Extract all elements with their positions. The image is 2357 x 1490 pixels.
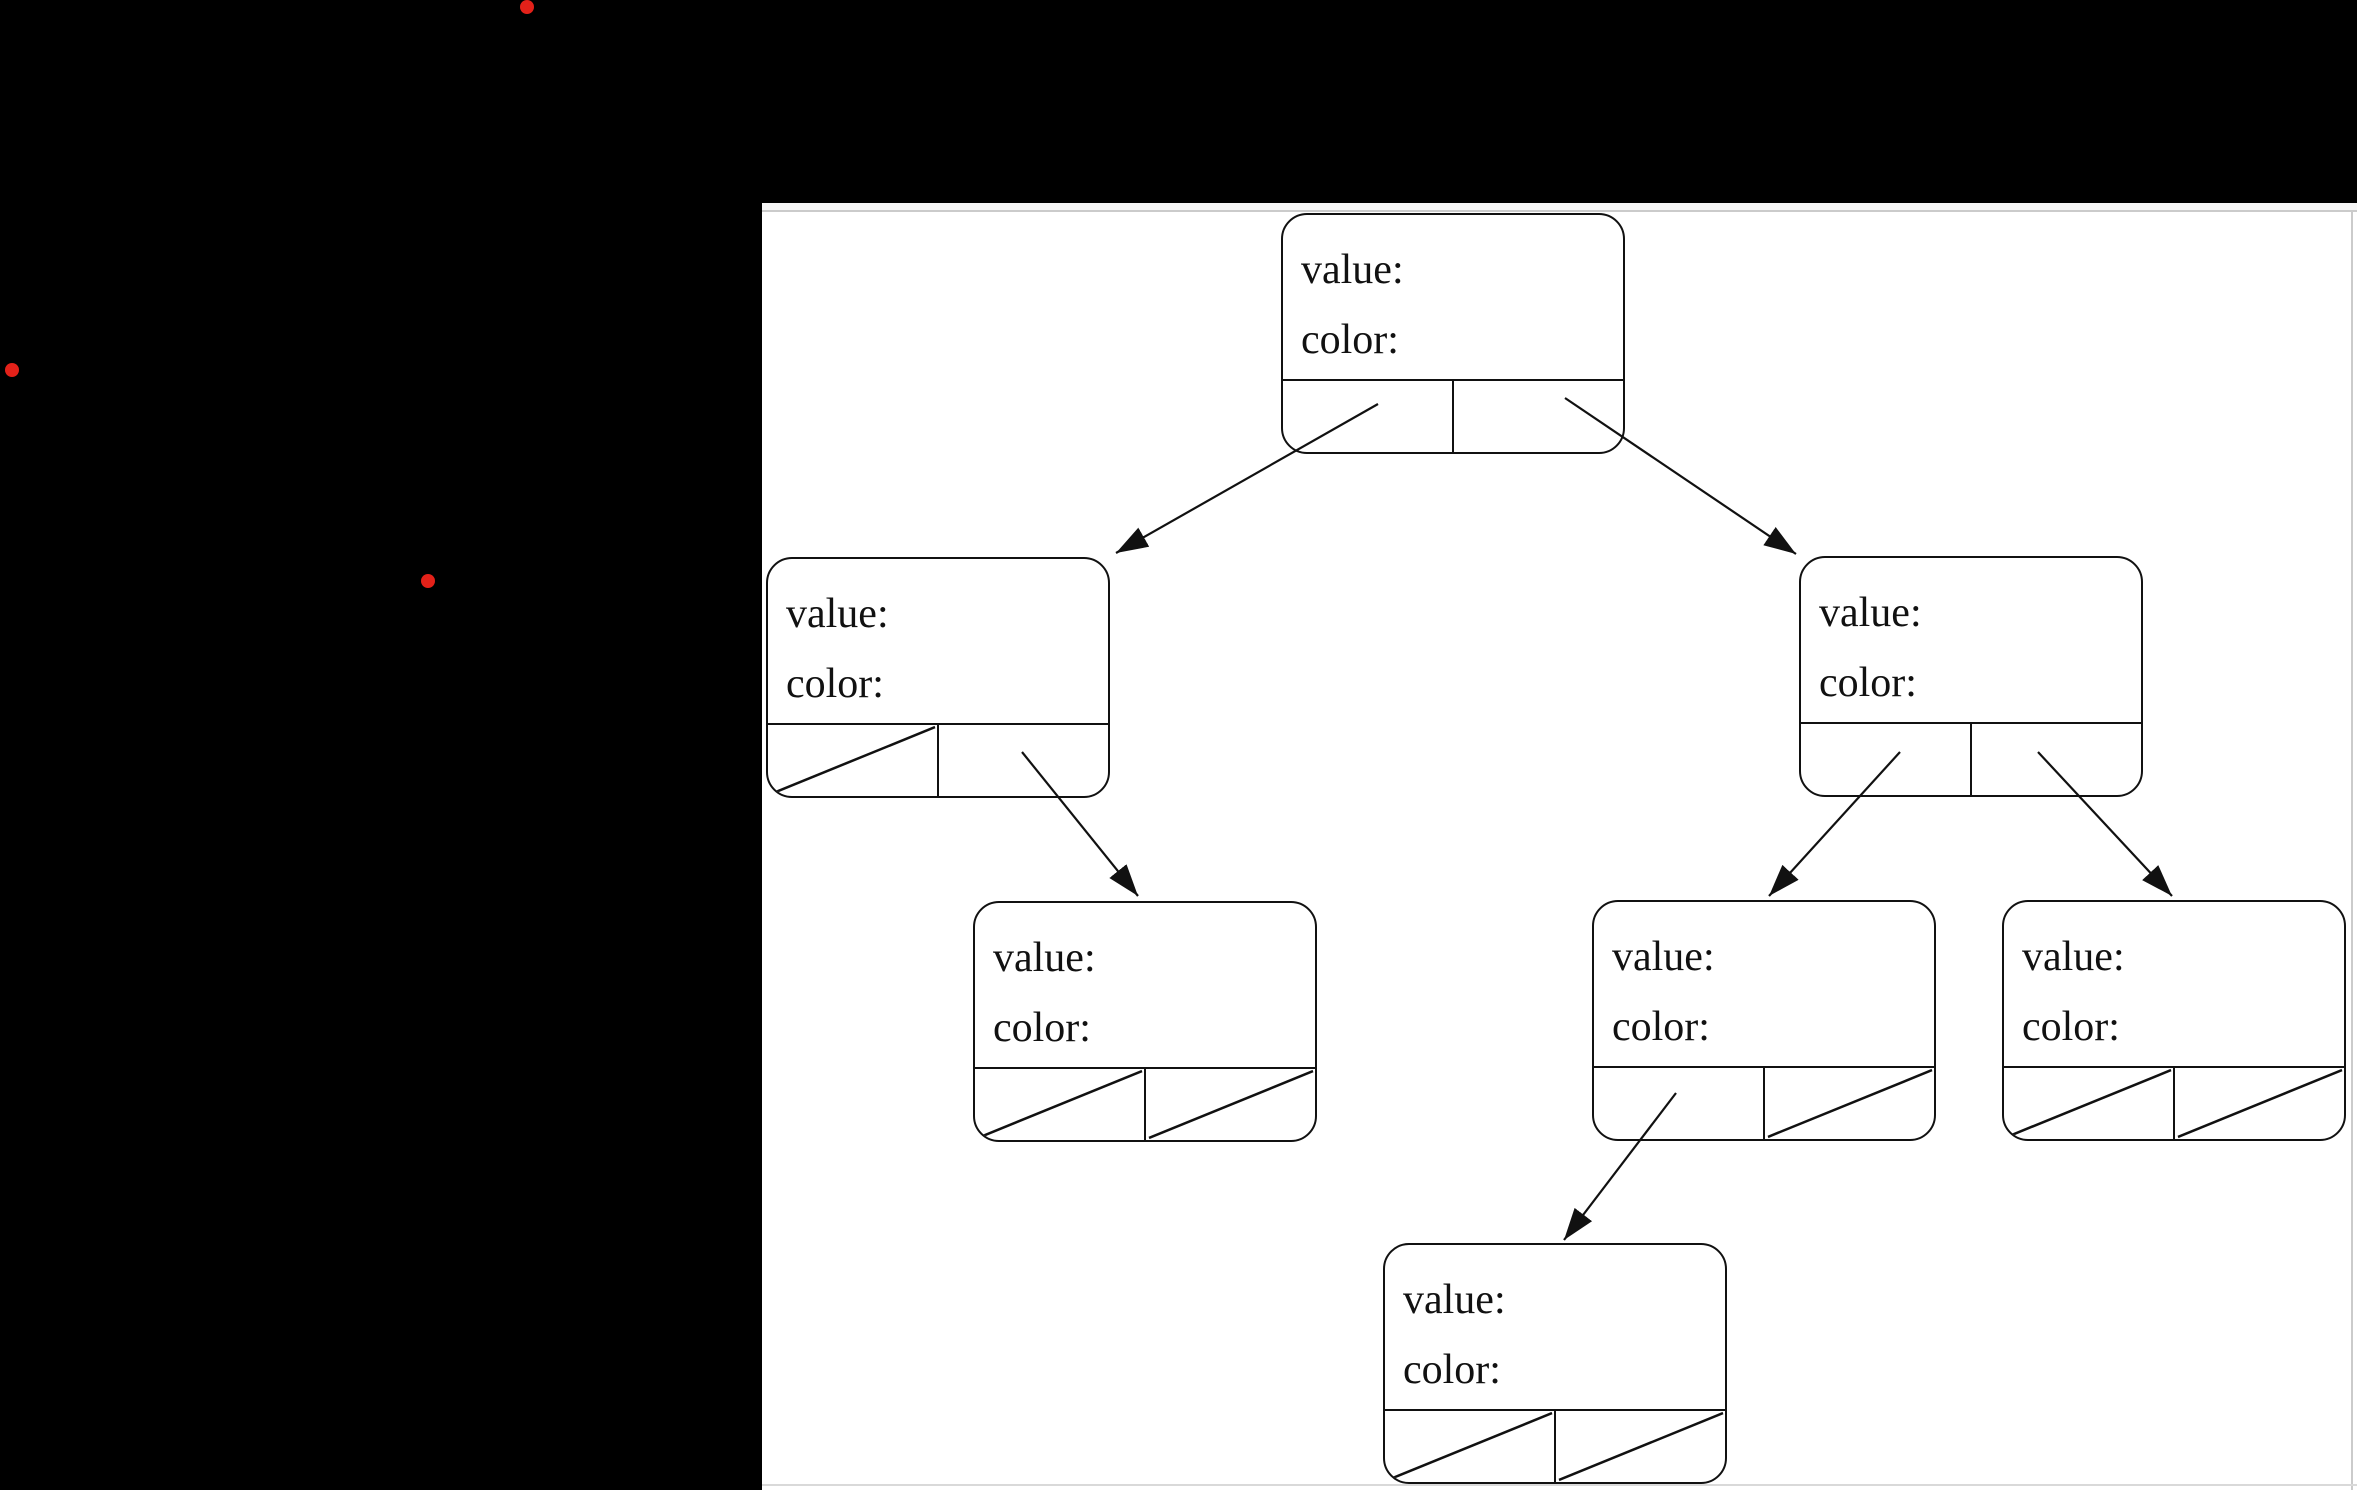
null-pointer-slash: [770, 725, 936, 796]
right-pointer-cell: [1144, 1069, 1315, 1140]
value-label: value:: [786, 591, 889, 637]
value-label: value:: [1612, 934, 1715, 980]
color-label: color:: [1819, 660, 1917, 706]
right-pointer-cell: [1970, 724, 2141, 795]
pointer-row: [2004, 1066, 2344, 1139]
pointer-row: [1283, 379, 1623, 452]
tree-node-bottom-node: value: color:: [1383, 1243, 1727, 1484]
pointer-row: [975, 1067, 1315, 1140]
right-pointer-cell: [1554, 1411, 1725, 1482]
node-labels: value: color:: [1403, 1265, 1719, 1405]
right-pointer-cell: [1763, 1068, 1934, 1139]
tree-node-root: value: color:: [1281, 213, 1625, 454]
tree-node-left-right-grandchild: value: color:: [973, 901, 1317, 1142]
color-label: color:: [2022, 1004, 2120, 1050]
value-label: value:: [1301, 247, 1404, 293]
page-top-hairline: [762, 210, 2357, 212]
color-label: color:: [786, 661, 884, 707]
page-bottom-hairline: [762, 1484, 2357, 1486]
left-pointer-cell: [768, 725, 937, 796]
value-label: value:: [1819, 590, 1922, 636]
tree-node-left-child: value: color:: [766, 557, 1110, 798]
node-labels: value: color:: [1612, 922, 1928, 1062]
tree-node-right-left-grandchild: value: color:: [1592, 900, 1936, 1141]
value-label: value:: [993, 935, 1096, 981]
color-label: color:: [1301, 317, 1399, 363]
null-pointer-slash: [977, 1069, 1143, 1140]
left-pointer-cell: [1594, 1068, 1763, 1139]
left-pointer-cell: [1385, 1411, 1554, 1482]
red-pointer-dot: [421, 574, 435, 588]
pointer-row: [768, 723, 1108, 796]
tree-node-right-right-grandchild: value: color:: [2002, 900, 2346, 1141]
node-labels: value: color:: [1819, 578, 2135, 718]
value-label: value:: [2022, 934, 2125, 980]
page-top-band: [762, 203, 2357, 210]
left-pointer-cell: [1283, 381, 1452, 452]
null-pointer-slash: [2006, 1068, 2172, 1139]
left-pointer-cell: [2004, 1068, 2173, 1139]
right-pointer-cell: [1452, 381, 1623, 452]
left-pointer-cell: [975, 1069, 1144, 1140]
null-pointer-slash: [2177, 1068, 2343, 1139]
right-pointer-cell: [937, 725, 1108, 796]
red-pointer-dot: [520, 0, 534, 14]
page-right-hairline: [2351, 212, 2353, 1490]
color-label: color:: [993, 1005, 1091, 1051]
null-pointer-slash: [1558, 1411, 1724, 1482]
right-pointer-cell: [2173, 1068, 2344, 1139]
pointer-row: [1801, 722, 2141, 795]
node-labels: value: color:: [993, 923, 1309, 1063]
node-labels: value: color:: [2022, 922, 2338, 1062]
left-pointer-cell: [1801, 724, 1970, 795]
tree-node-right-child: value: color:: [1799, 556, 2143, 797]
null-pointer-slash: [1148, 1069, 1314, 1140]
pointer-row: [1594, 1066, 1934, 1139]
null-pointer-slash: [1767, 1068, 1933, 1139]
null-pointer-slash: [1387, 1411, 1553, 1482]
pointer-row: [1385, 1409, 1725, 1482]
color-label: color:: [1403, 1347, 1501, 1393]
value-label: value:: [1403, 1277, 1506, 1323]
color-label: color:: [1612, 1004, 1710, 1050]
node-labels: value: color:: [1301, 235, 1617, 375]
red-pointer-dot: [5, 363, 19, 377]
node-labels: value: color:: [786, 579, 1102, 719]
